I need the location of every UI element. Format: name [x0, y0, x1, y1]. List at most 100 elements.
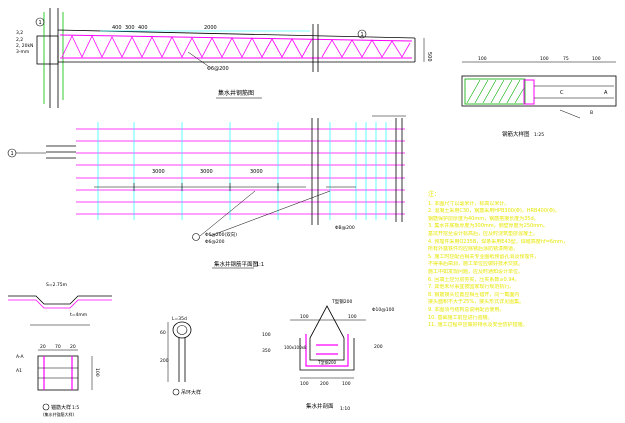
- detail-bl-plate-profile: [8, 295, 112, 305]
- plan-callout-leader: [199, 190, 256, 237]
- note-item: 基坑开挖至设计标高后，应及时浇筑垫层混凝土。: [428, 230, 539, 237]
- elevation-beam-top: [57, 29, 416, 39]
- elevation-marker-text: 1: [39, 20, 42, 26]
- detail-bl-side-dim-label: 100: [94, 368, 100, 377]
- note-item: 1. 本图尺寸以毫米计，标高以米计。: [428, 200, 510, 207]
- elevation-anchor-block: [36, 35, 59, 65]
- detail-right-scale: 1:25: [534, 132, 544, 138]
- elevation-callout-leader: [187, 51, 209, 67]
- elevation-right-dim-label: 500: [426, 52, 432, 62]
- note-item: 4. 预埋件采用Q235B，焊条采用E43型，焊缝高度hf=6mm，: [428, 238, 568, 245]
- plan-mesh-label: Φ6@200: [205, 239, 225, 245]
- detail-hook-title-circle: [172, 388, 180, 396]
- elevation-left-label: 2,2: [16, 37, 23, 43]
- elevation-view: 400 300 400 2000 500 3,2 2,2 2, 20kN 3-m…: [16, 8, 432, 108]
- plan-title: 集水井钢筋平面图: [214, 260, 259, 268]
- detail-right-hatch-lines: [466, 79, 525, 104]
- note-item: 2. 混凝土采用C30，钢筋采用HPB300(Φ)，HRB400(Φ)。: [428, 208, 560, 215]
- detail-bl-side-label: t=4mm: [70, 312, 87, 318]
- detail-right-outline: [461, 75, 617, 107]
- detail-right-view: 100 100 75 100 A C B 钢筋大样图 1:25: [461, 56, 617, 138]
- elevation-dim-label: 300: [125, 25, 135, 31]
- elevation-dim-label: 2000: [204, 25, 217, 31]
- note-item: 6. 回填土应分层夯实，压实系数≥0.94。: [428, 276, 520, 283]
- detail-section-view: T型钢200 Φ10@100 100 100 100 350 200 100x1…: [262, 298, 394, 412]
- detail-section-right-label: Φ10@100: [372, 307, 394, 313]
- note-item: 5. 施工时应配合相关专业图纸预留孔洞及预埋件，: [428, 253, 540, 260]
- plan-dim-label: 3000: [152, 169, 165, 175]
- detail-bl-dim-label: 20: [70, 344, 76, 350]
- elevation-marker-circle: [357, 29, 367, 39]
- detail-bl-block: [37, 355, 79, 391]
- elevation-title: 集水井钢筋图: [218, 89, 254, 97]
- detail-bl-top-label: S=2.75m: [46, 282, 67, 288]
- detail-section-top-label: T型钢200: [331, 298, 352, 305]
- detail-bl-title-circle: [42, 403, 50, 411]
- note-item: 施工中如发现问题，应及时通知设计单位。: [428, 268, 524, 275]
- elevation-dim-label: 400: [138, 25, 148, 31]
- detail-right-dim-label: 75: [563, 56, 569, 62]
- note-item: 3. 集水井底板厚度为300mm，侧壁厚度为250mm。: [428, 223, 548, 230]
- elevation-dim-label: 400: [112, 25, 122, 31]
- plan-marker-text: 1: [11, 151, 14, 157]
- elevation-left-label: 3-mm: [16, 49, 29, 55]
- plan-dim-label: 3000: [250, 169, 263, 175]
- detail-section-dim-bottom: 100: [342, 381, 351, 387]
- plan-view: 1 3000 3000 3000 Φ6@200(双向) Φ6@200 ΦB@20…: [7, 115, 406, 269]
- note-item: 钢筋保护层厚度为40mm，钢筋搭接长度为35d。: [428, 215, 539, 222]
- note-item: 所有外露铁件均应除锈后涂防锈漆两道。: [428, 246, 519, 253]
- detail-bl-left-label: A1: [16, 368, 22, 374]
- notes-title: 注：: [428, 191, 441, 198]
- detail-bl-title: 锚筋大样: [51, 404, 71, 411]
- detail-hook-loop: [172, 321, 192, 339]
- note-item: 9. 本图须与结构总说明配合使用。: [428, 306, 505, 313]
- detail-right-label: B: [590, 110, 593, 116]
- plan-bottom-label: Φ6@200(双向): [205, 231, 237, 238]
- detail-section-dim-side: 200: [374, 344, 383, 350]
- detail-right-dim-label: 100: [592, 56, 601, 62]
- detail-bl-dim-label: 20: [40, 344, 46, 350]
- detail-section-dim-side: 100: [262, 332, 271, 338]
- note-item: 不得事后凿洞，施工单位应做好技术交底。: [428, 261, 524, 268]
- detail-right-hatch: [464, 78, 526, 105]
- detail-section-scale: 1:10: [340, 406, 350, 412]
- detail-hook-top-label: L=35d: [172, 316, 187, 322]
- note-item: 7. 其他未尽事宜按国家现行规范执行。: [428, 284, 515, 291]
- plan-right-label: ΦB@200: [335, 225, 355, 231]
- general-notes: 注： 1. 本图尺寸以毫米计，标高以米计。 2. 混凝土采用C30，钢筋采用HP…: [428, 191, 618, 330]
- detail-section-dim-side: 350: [262, 348, 271, 354]
- plan-callout-leader: [209, 190, 331, 237]
- elevation-rebar-label: Φ6@200: [207, 66, 229, 72]
- elevation-marker-text: 1: [361, 32, 364, 38]
- detail-hook-side-label: 60: [160, 330, 166, 336]
- detail-section-outline: [299, 338, 355, 371]
- detail-hook-side-label: 200: [160, 358, 169, 364]
- detail-section-dim-top: 100: [348, 314, 357, 320]
- elevation-top-rebar: [59, 34, 413, 42]
- elevation-truss-rebar: [321, 39, 411, 58]
- detail-right-plate: [523, 79, 535, 105]
- detail-hook-title: 吊环大样: [181, 389, 201, 396]
- detail-section-dim-bottom: 100: [300, 381, 309, 387]
- plan-scale: 1:1: [256, 262, 264, 268]
- detail-section-inner: [309, 338, 345, 361]
- note-item: 8. 钢筋接头位置应相互错开，同一截面内: [428, 291, 520, 298]
- detail-bl-dim-label: 70: [55, 344, 61, 350]
- detail-bl-plate-profile: [8, 299, 112, 309]
- detail-section-rebar: [305, 334, 349, 367]
- detail-section-dim-top: 100: [300, 314, 309, 320]
- detail-bl-scale: 1:5: [72, 405, 79, 411]
- detail-bottom-left-view: S=2.75m t=4mm 20 70 20 100 A-A A1 锚筋大样 1…: [8, 282, 112, 417]
- elevation-truss-rebar: [61, 35, 313, 58]
- detail-bl-subtitle: (集水井锚筋大样): [43, 411, 75, 417]
- detail-section-dim-bottom: 200: [320, 381, 329, 387]
- plan-callout-circle: [192, 233, 200, 241]
- detail-right-label: A: [604, 90, 608, 96]
- elevation-left-label: 3,2: [16, 30, 23, 36]
- detail-section-label-mid: T型钢200: [317, 359, 337, 365]
- elevation-left-label: 2, 20kN: [16, 43, 33, 49]
- note-item: 11. 施工过程中应做好排水及安全防护措施。: [428, 322, 528, 329]
- detail-section-title: 集水井剖面: [306, 402, 334, 410]
- detail-right-dim-label: 100: [540, 56, 549, 62]
- detail-hook-loop-inner: [176, 325, 188, 335]
